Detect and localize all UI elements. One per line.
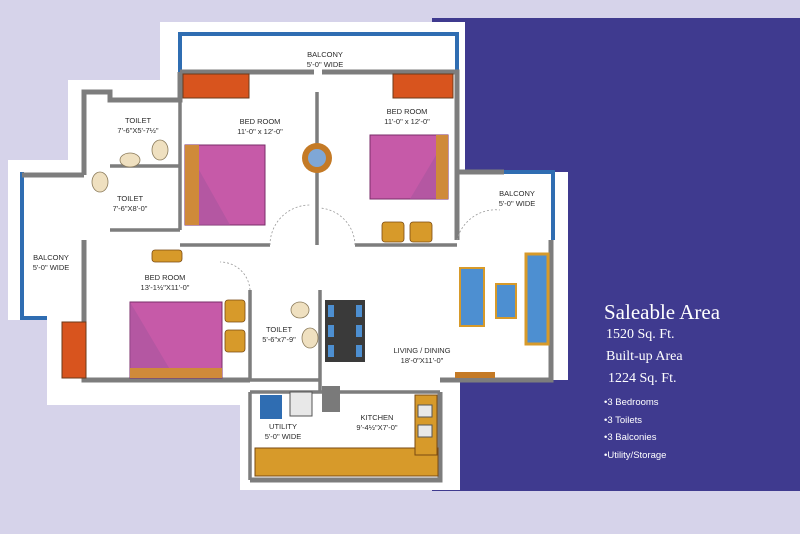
saleable-area-value: 1520 Sq. Ft. <box>606 327 675 342</box>
feature-item: 3 Toilets <box>604 412 666 430</box>
feature-item: 3 Balconies <box>604 429 666 447</box>
chairs <box>151 221 433 353</box>
wardrobes <box>61 73 454 379</box>
round-table <box>302 143 332 173</box>
features-list: 3 Bedrooms 3 Toilets 3 Balconies Utility… <box>604 394 666 464</box>
balcony-rails <box>20 32 555 320</box>
sofa-set <box>455 252 550 378</box>
kitchen-counter <box>254 386 439 477</box>
builtup-area-value: 1224 Sq. Ft. <box>608 371 677 386</box>
walls <box>22 69 554 483</box>
interior-walls <box>110 92 457 480</box>
feature-item: 3 Bedrooms <box>604 394 666 412</box>
builtup-area-label: Built-up Area <box>606 349 683 364</box>
door-swings <box>219 204 501 291</box>
feature-item: Utility/Storage <box>604 447 666 465</box>
beds <box>129 134 449 379</box>
saleable-area-heading: Saleable Area <box>604 300 721 324</box>
dining-table <box>325 300 365 362</box>
toilet-fixtures <box>91 139 319 349</box>
